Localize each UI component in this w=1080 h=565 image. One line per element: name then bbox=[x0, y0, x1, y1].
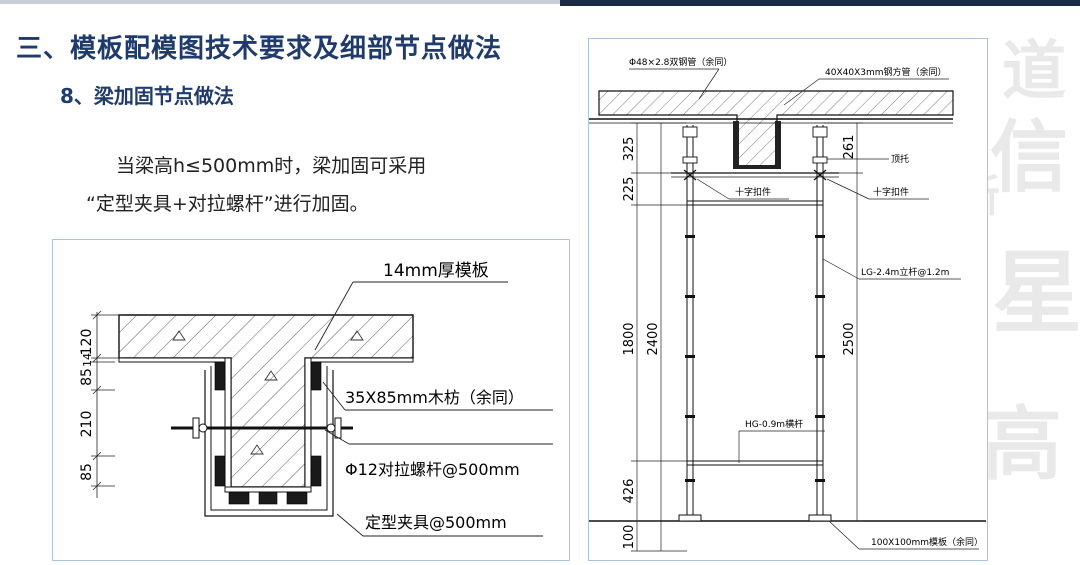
watermark-char: 信 bbox=[990, 112, 1069, 203]
watermark-char: 道 bbox=[1002, 34, 1066, 109]
right-dimension-lines bbox=[823, 122, 863, 522]
label-base-plank: 100X100mm模板（余同） bbox=[871, 536, 983, 548]
label-vertical-pole: LG-2.4m立杆@1.2m bbox=[861, 266, 949, 278]
label-horizontal-bar: HG-0.9m横杆 bbox=[745, 418, 803, 430]
label-top-support: 顶托 bbox=[891, 153, 909, 165]
description-text: 当梁高h≤500mm时，梁加固可采用 “定型夹具+对拉螺杆”进行加固。 bbox=[86, 147, 506, 223]
vertical-poles bbox=[686, 125, 824, 517]
calligraphy-watermark: 道 信 新 星 高 bbox=[950, 0, 1080, 565]
dim-325: 325 bbox=[622, 137, 637, 162]
dim-85-bottom: 85 bbox=[79, 463, 95, 481]
dim-2400: 2400 bbox=[646, 322, 661, 355]
label-formwork: 14mm厚模板 bbox=[383, 261, 489, 281]
dim-210: 210 bbox=[79, 411, 95, 438]
label-square-tube: 40X40X3mm钢方管（余同） bbox=[825, 66, 947, 78]
label-cross-fastener-2: 十字扣件 bbox=[873, 186, 909, 198]
subsection-title: 8、梁加固节点做法 bbox=[60, 84, 234, 108]
description-line-2: “定型夹具+对拉螺杆”进行加固。 bbox=[86, 193, 369, 215]
dim-1800: 1800 bbox=[622, 322, 637, 355]
left-dimension-lines bbox=[631, 122, 687, 552]
dim-100: 100 bbox=[622, 525, 637, 550]
beam-clamp-svg: 120 14 85 210 85 14mm厚模板 35X85mm木枋（余同） Φ… bbox=[79, 261, 553, 537]
support-frame-drawing: 325 225 1800 2400 426 100 261 2500 Φ48×2… bbox=[588, 38, 988, 561]
label-timber: 35X85mm木枋（余同） bbox=[345, 388, 524, 407]
dim-2500: 2500 bbox=[842, 322, 857, 355]
top-decor-bar bbox=[0, 0, 1080, 14]
dim-14: 14 bbox=[81, 353, 94, 367]
timber-battens bbox=[214, 361, 322, 505]
leader-lines bbox=[314, 281, 553, 537]
beam-clamp-drawing: 120 14 85 210 85 14mm厚模板 35X85mm木枋（余同） Φ… bbox=[52, 239, 570, 561]
dimension-lines bbox=[91, 310, 123, 498]
label-bolt: Φ12对拉螺杆@500mm bbox=[345, 460, 520, 479]
dim-261: 261 bbox=[842, 135, 857, 160]
dim-426: 426 bbox=[622, 479, 637, 504]
description-line-1: 当梁高h≤500mm时，梁加固可采用 bbox=[116, 155, 427, 177]
horizontal-bars bbox=[687, 200, 823, 466]
support-frame-svg: 325 225 1800 2400 426 100 261 2500 Φ48×2… bbox=[589, 56, 986, 552]
watermark-char: 高 bbox=[982, 397, 1062, 491]
label-clamp: 定型夹具@500mm bbox=[365, 513, 507, 532]
top-bar-light-segment bbox=[0, 0, 560, 4]
dim-85-top: 85 bbox=[79, 368, 95, 386]
top-bar-dark-segment bbox=[560, 0, 1080, 6]
leader-lines bbox=[629, 68, 979, 550]
watermark-char: 星 bbox=[992, 240, 1080, 346]
label-steel-pipe: Φ48×2.8双钢管（余同） bbox=[629, 56, 732, 68]
section-title: 三、模板配模图技术要求及细部节点做法 bbox=[16, 34, 503, 64]
label-cross-fastener-1: 十字扣件 bbox=[735, 186, 771, 198]
dim-120: 120 bbox=[79, 329, 95, 356]
dim-225: 225 bbox=[622, 177, 637, 202]
